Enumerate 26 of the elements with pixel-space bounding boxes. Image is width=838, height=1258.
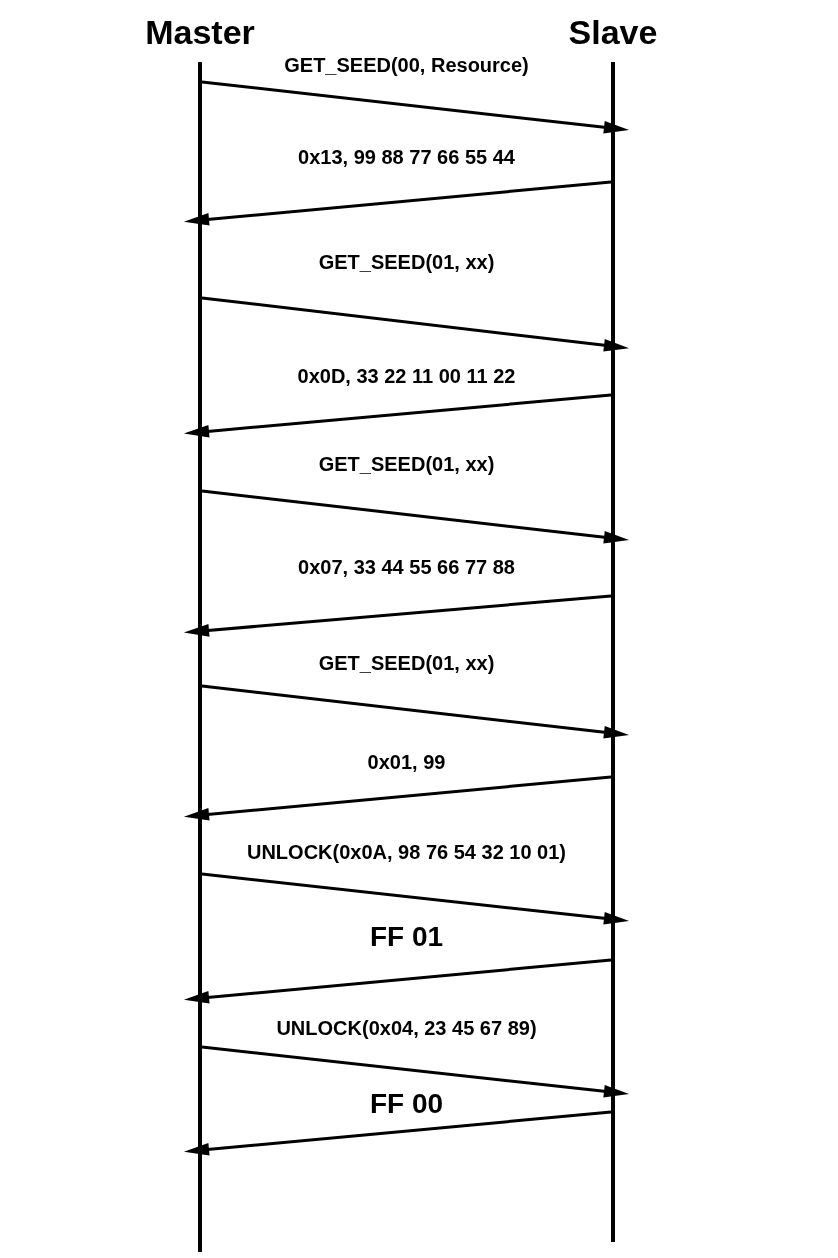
- edge-label: GET_SEED(01, xx): [318, 651, 495, 675]
- edge-label: GET_SEED(01, xx): [318, 250, 495, 274]
- message-arrow: [183, 180, 612, 226]
- edge-label: 0x01, 99: [367, 750, 446, 774]
- edge-label: UNLOCK(0x04, 23 45 67 89): [276, 1016, 537, 1040]
- edge-label: GET_SEED(01, xx): [318, 452, 495, 476]
- message-arrow: [183, 594, 612, 637]
- message-arrow: [201, 296, 630, 352]
- edge-label: UNLOCK(0x0A, 98 76 54 32 10 01): [246, 840, 567, 864]
- message-arrow: [183, 958, 612, 1004]
- edge-label: FF 00: [369, 1092, 444, 1116]
- message-arrow: [183, 1110, 612, 1156]
- edge-label: GET_SEED(00, Resource): [284, 53, 529, 77]
- message-arrow: [201, 1045, 630, 1098]
- message-arrow: [201, 872, 630, 925]
- message-arrow: [201, 489, 630, 544]
- edge-label: FF 01: [369, 925, 444, 949]
- edge-label: 0x0D, 33 22 11 00 11 22: [297, 364, 516, 388]
- message-arrow: [201, 684, 630, 739]
- edge-label: 0x07, 33 44 55 66 77 88: [298, 555, 515, 579]
- message-arrow: [183, 775, 612, 821]
- participant-label: Slave: [567, 12, 659, 52]
- message-arrow: [201, 80, 630, 134]
- edge-label: 0x13, 99 88 77 66 55 44: [298, 145, 515, 169]
- participant-label: Master: [144, 12, 256, 52]
- message-arrow: [183, 393, 612, 438]
